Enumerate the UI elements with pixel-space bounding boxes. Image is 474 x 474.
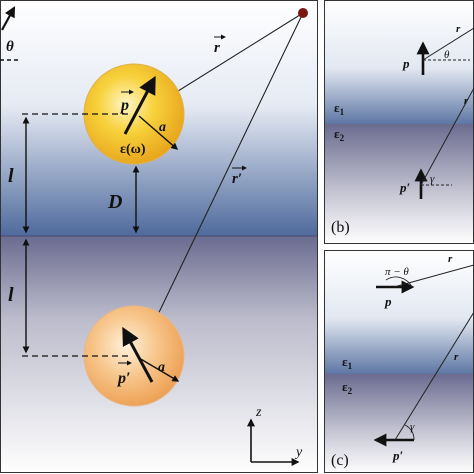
panel-b-eps1-label: ε1 <box>334 100 345 117</box>
r-prime-label: r′ <box>232 171 242 187</box>
panel-c-angle-arc <box>385 276 413 288</box>
panel-c-r-label: r <box>448 253 453 265</box>
panel-c-eps2-label: ε2 <box>342 379 353 396</box>
panel-c-gamma-arc <box>404 424 415 441</box>
y-axis-label: y <box>294 445 303 460</box>
panel-c-eps1-label: ε1 <box>342 354 353 371</box>
panel-b-eps2-label: ε2 <box>334 126 345 143</box>
panel-a: θ r r′ p a ε(ω) p′ a l l D <box>0 0 318 474</box>
panel-b: p θ r p′ γ r ε1 ε2 (b) <box>324 0 474 244</box>
panel-c-p-label: p <box>384 294 392 309</box>
image-dipole-arrow <box>122 326 154 383</box>
r-label: r <box>214 40 220 56</box>
corner-theta-label: θ <box>6 39 14 55</box>
panel-b-r-label: r <box>456 23 461 35</box>
panel-b-p-label: p <box>402 56 410 71</box>
panel-b-upper-medium <box>324 0 474 124</box>
panel-c-lower-medium <box>324 374 474 474</box>
panel-c-pi-minus-theta-label: π − θ <box>385 266 409 278</box>
panel-a-frame <box>0 0 318 473</box>
l-bottom-label: l <box>8 284 14 306</box>
bottom-sphere <box>83 305 185 407</box>
d-label: D <box>107 191 122 213</box>
panel-b-gamma-label: γ <box>430 173 435 185</box>
observation-point <box>298 8 308 18</box>
panel-b-tag: (b) <box>331 219 350 236</box>
a-top-label: a <box>159 120 166 135</box>
vector-r-prime-line <box>137 12 304 357</box>
panel-b-theta-label: θ <box>444 49 450 61</box>
panel-b-r-prime-line <box>420 87 474 186</box>
corner-arrow <box>1 6 16 31</box>
panel-b-r-line <box>422 27 474 61</box>
panel-c-r-line <box>393 264 474 288</box>
panel-b-p-prime-label: p′ <box>399 180 411 195</box>
panel-c-p-prime-label: p′ <box>392 448 404 463</box>
panel-c-tag: (c) <box>331 452 349 469</box>
z-axis-label: z <box>255 405 262 420</box>
panel-c-r-prime-label: r <box>454 351 459 363</box>
panel-c-gamma-label: γ <box>410 421 415 433</box>
epsilon-omega-label: ε(ω) <box>120 142 146 157</box>
radius-a-bottom-arrow <box>138 357 180 382</box>
panel-b-lower-medium <box>324 124 474 244</box>
dipole-p-arrow <box>123 75 156 135</box>
panel-c-r-prime-line <box>394 311 474 441</box>
a-bottom-label: a <box>158 360 165 375</box>
radius-a-top-arrow <box>138 115 179 150</box>
panel-b-r-prime-label: r <box>464 96 468 107</box>
p-prime-label: p′ <box>116 370 131 387</box>
l-top-label: l <box>8 165 14 187</box>
panel-c: π − θ p r γ p′ r ε1 ε2 (c) <box>324 250 474 474</box>
p-label: p <box>119 97 129 114</box>
